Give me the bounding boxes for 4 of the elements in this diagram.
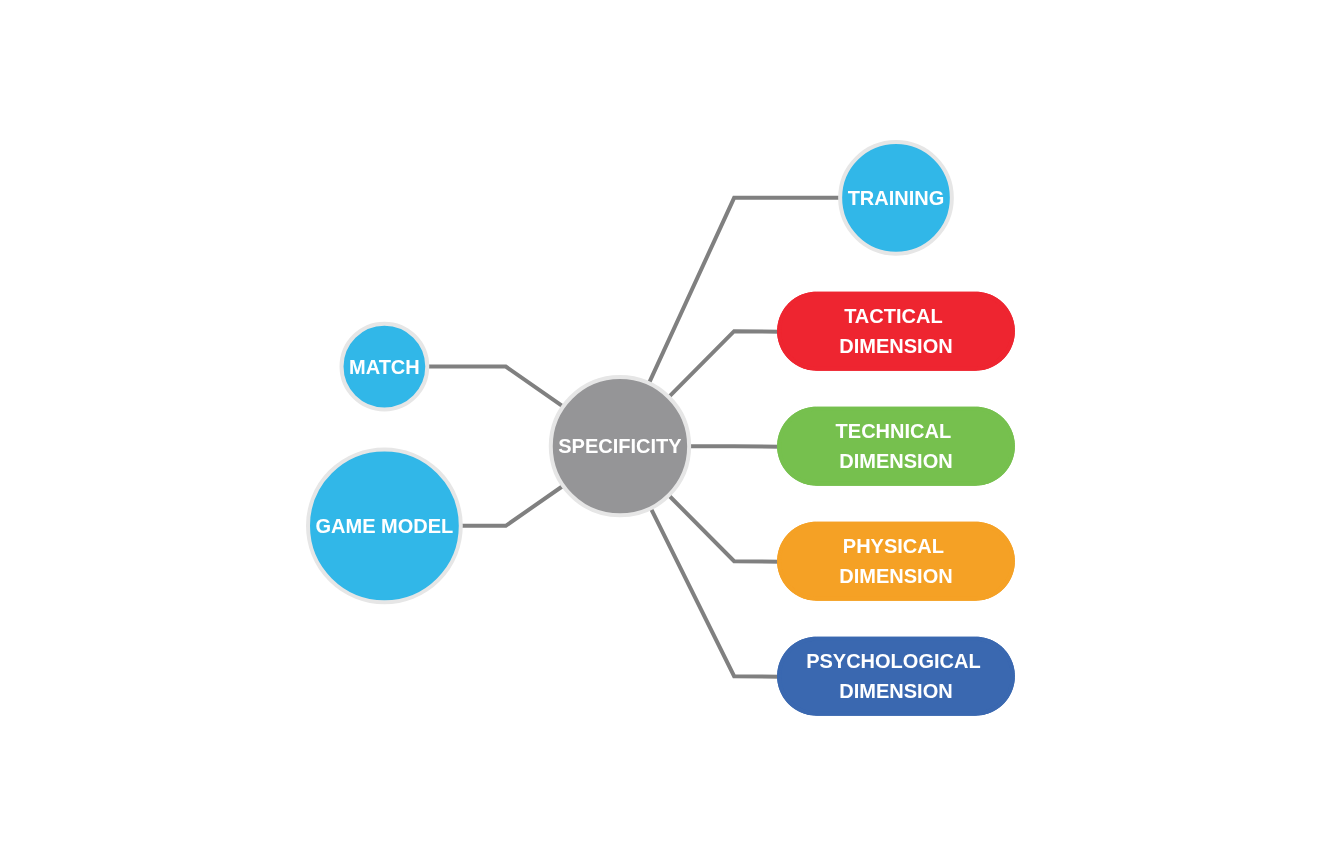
node-circle: TRAINING bbox=[837, 139, 954, 256]
node-circle: GAME MODEL bbox=[305, 447, 463, 604]
node-circle: SPECIFICITY bbox=[548, 374, 691, 517]
node-circle: MATCH bbox=[339, 321, 429, 412]
